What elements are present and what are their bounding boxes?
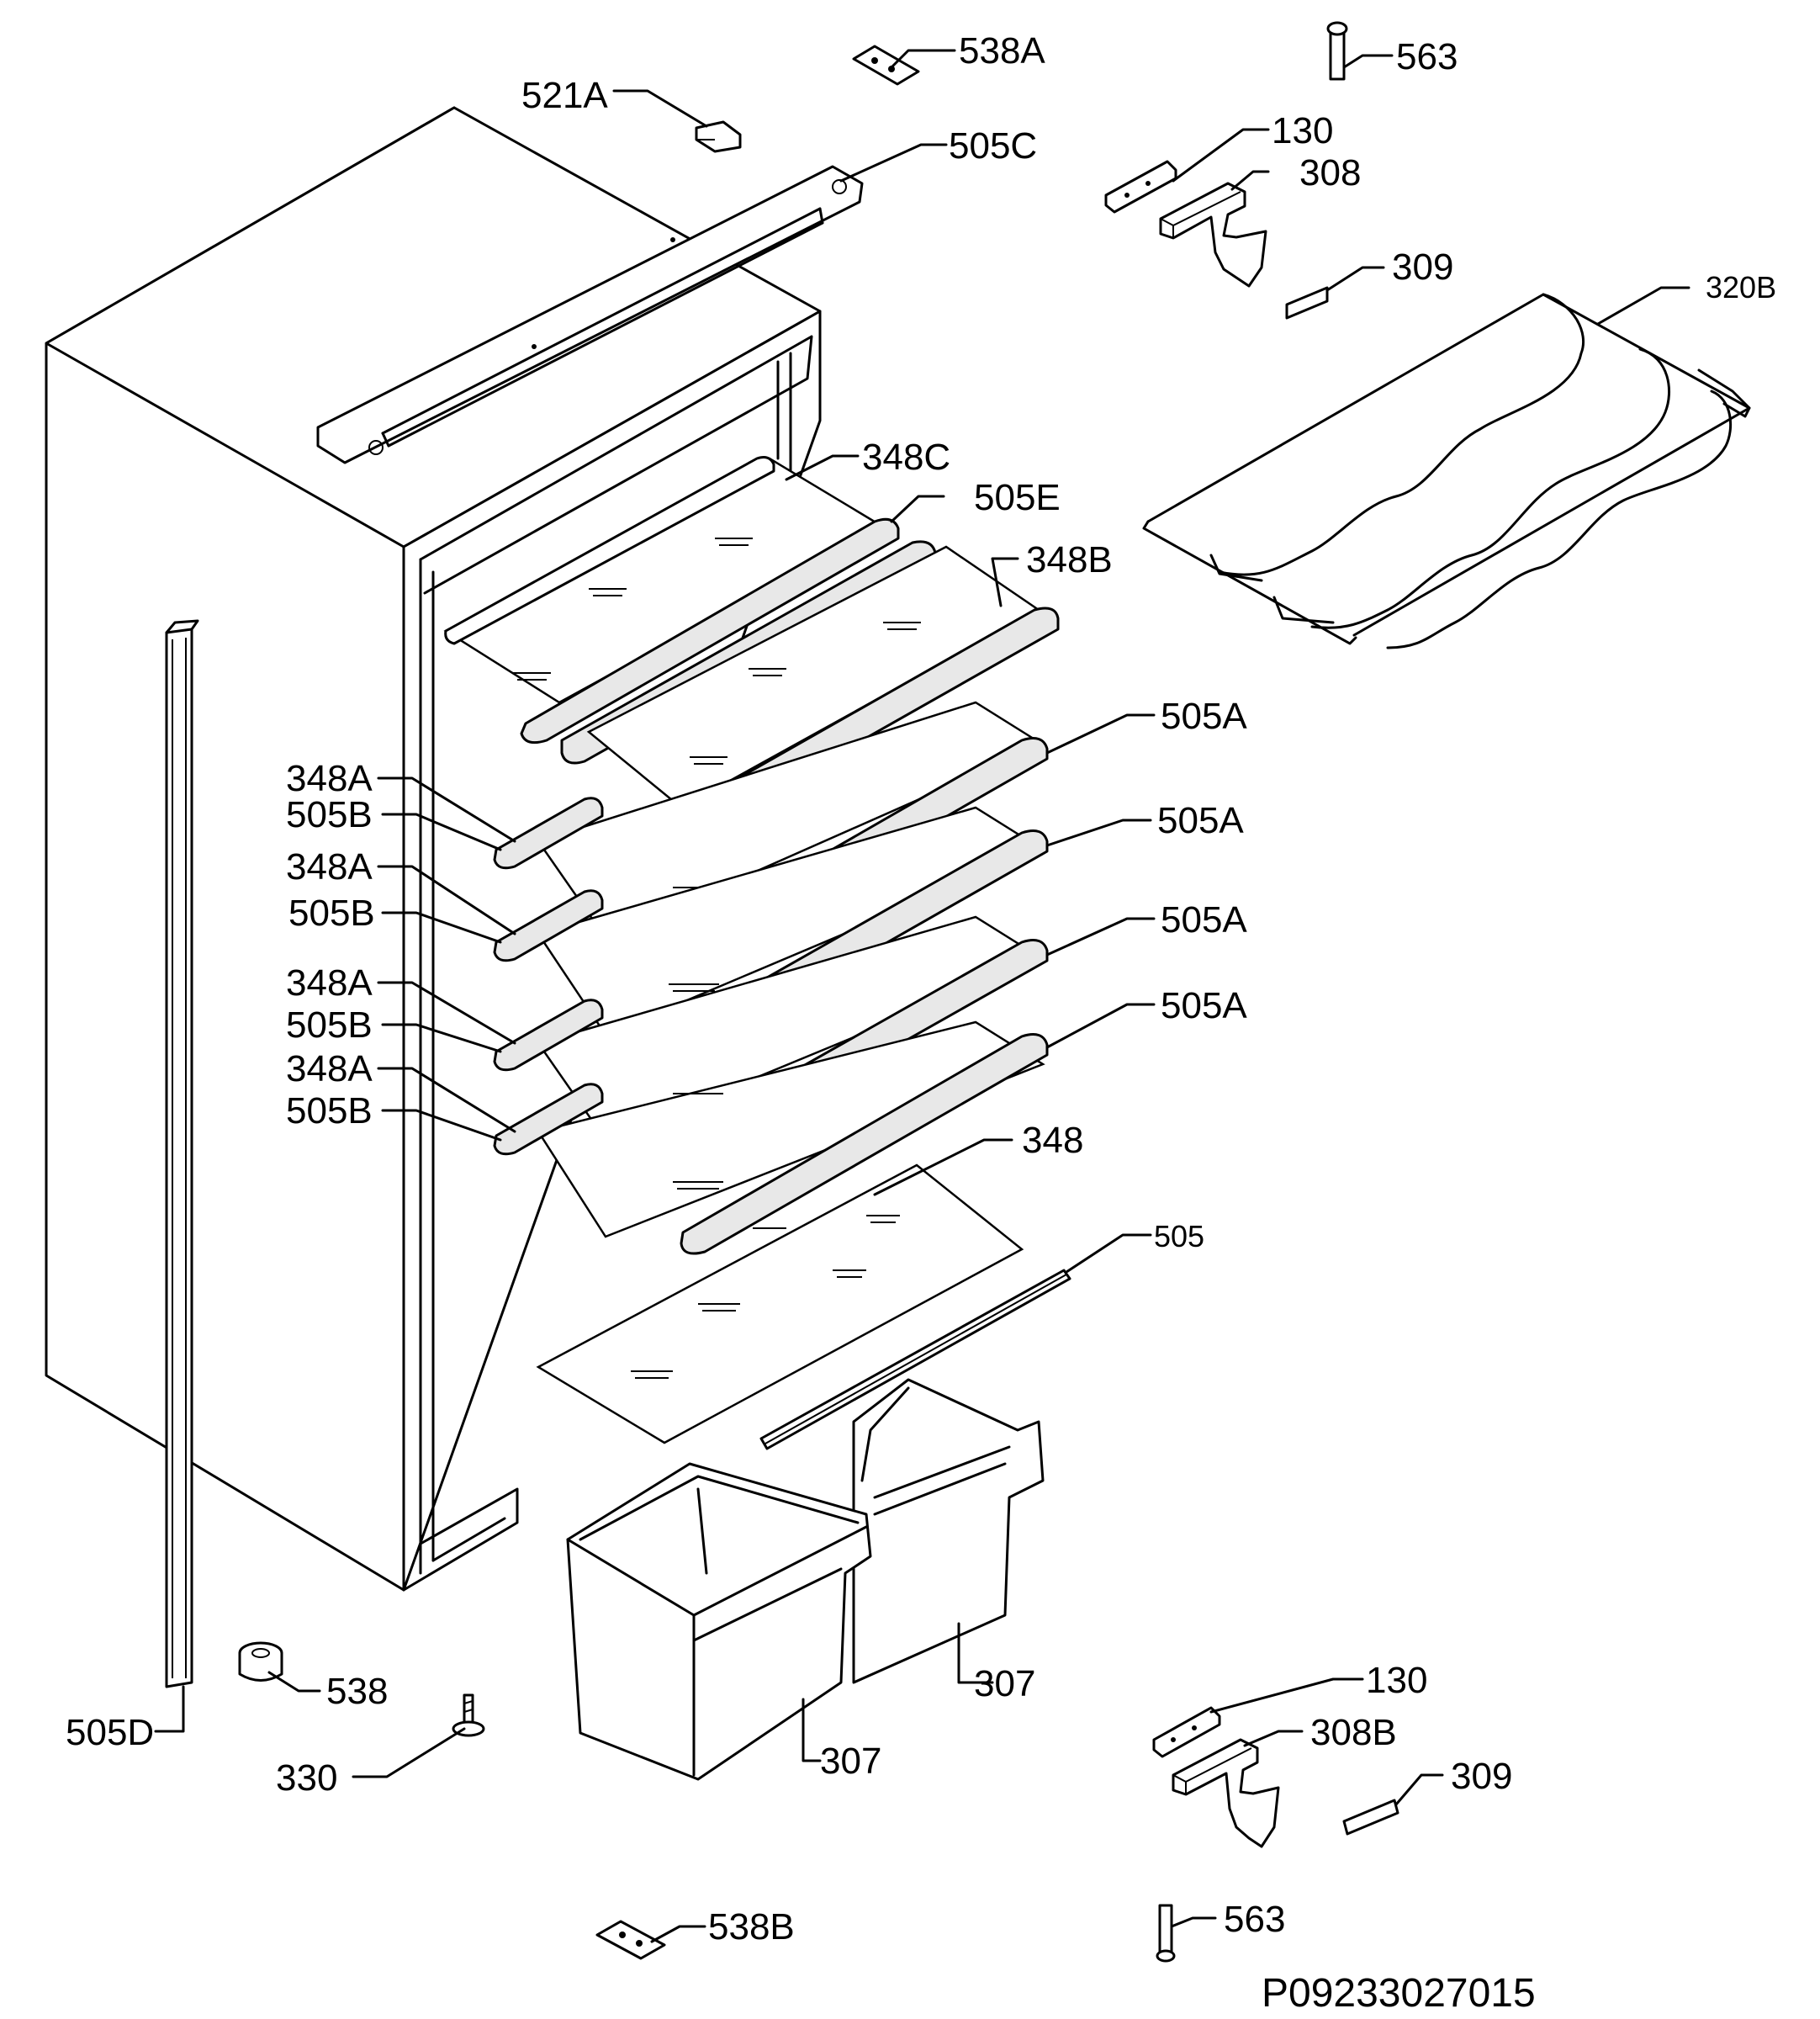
callout-348A-1: 348A bbox=[286, 758, 373, 799]
plate-538A bbox=[852, 45, 920, 86]
callout-505B-4: 505B bbox=[286, 1090, 373, 1131]
label-309-bottom bbox=[1342, 1799, 1399, 1836]
callout-320B: 320B bbox=[1706, 270, 1776, 305]
shelf-348A-4 bbox=[493, 1020, 1049, 1255]
callout-348A-2: 348A bbox=[286, 846, 373, 888]
crisper-drawer-307-right bbox=[852, 1378, 1045, 1684]
callout-505A-2: 505A bbox=[1157, 800, 1244, 841]
cap-521A bbox=[695, 120, 742, 153]
callout-348A-3: 348A bbox=[286, 962, 373, 1004]
callout-505: 505 bbox=[1154, 1219, 1204, 1253]
callout-130-bottom: 130 bbox=[1366, 1660, 1427, 1701]
crisper-drawer-307-left bbox=[566, 1462, 872, 1781]
callout-307-right: 307 bbox=[974, 1663, 1035, 1704]
callout-505B-3: 505B bbox=[286, 1004, 373, 1046]
callout-348C: 348C bbox=[862, 437, 950, 478]
callout-505A-4: 505A bbox=[1161, 985, 1247, 1026]
callout-505C: 505C bbox=[949, 125, 1037, 167]
hinge-plate-130-bottom bbox=[1152, 1706, 1221, 1758]
callout-505D: 505D bbox=[66, 1712, 154, 1753]
foot-538 bbox=[238, 1641, 283, 1682]
callout-307-left: 307 bbox=[820, 1741, 881, 1782]
document-code: P09233027015 bbox=[1262, 1971, 1536, 2016]
leader-lines bbox=[154, 49, 1690, 1943]
callout-309-top: 309 bbox=[1392, 246, 1453, 288]
callout-348: 348 bbox=[1022, 1120, 1083, 1161]
callout-563-top: 563 bbox=[1396, 36, 1458, 77]
callout-labels: 538A 563 521A 505C 130 308 309 320B 348C… bbox=[66, 30, 1776, 2016]
callout-505A-3: 505A bbox=[1161, 899, 1247, 941]
callout-309-bottom: 309 bbox=[1451, 1756, 1512, 1797]
callout-505B-1: 505B bbox=[286, 794, 373, 835]
callout-521A: 521A bbox=[521, 75, 608, 116]
screw-330 bbox=[452, 1693, 485, 1737]
shelf-348C bbox=[443, 456, 900, 745]
callout-538: 538 bbox=[326, 1671, 388, 1712]
trim-rod-505 bbox=[759, 1269, 1071, 1450]
plate-538B bbox=[595, 1920, 666, 1960]
callout-538A: 538A bbox=[959, 30, 1045, 72]
label-309-top bbox=[1285, 286, 1329, 320]
callout-538B: 538B bbox=[708, 1906, 795, 1947]
door-trim-505D bbox=[165, 619, 199, 1688]
hinge-308B-bottom bbox=[1172, 1738, 1280, 1848]
callout-130-top: 130 bbox=[1272, 110, 1333, 151]
callout-505E: 505E bbox=[974, 477, 1061, 518]
wine-rack-320B bbox=[1142, 293, 1751, 649]
callout-505A-1: 505A bbox=[1161, 696, 1247, 737]
callout-505B-2: 505B bbox=[288, 893, 375, 934]
hinge-308-top bbox=[1159, 182, 1267, 288]
callout-330: 330 bbox=[276, 1757, 337, 1799]
callout-308B: 308B bbox=[1310, 1712, 1397, 1753]
bottom-glass-348 bbox=[536, 1163, 1024, 1444]
callout-348A-4: 348A bbox=[286, 1048, 373, 1089]
callout-308: 308 bbox=[1299, 152, 1361, 193]
top-trim-505C bbox=[316, 165, 864, 464]
hinge-pin-563-top bbox=[1326, 21, 1348, 81]
hinge-pin-563-bottom bbox=[1156, 1904, 1176, 1963]
callout-563-bottom: 563 bbox=[1224, 1899, 1285, 1940]
callout-348B: 348B bbox=[1026, 539, 1113, 580]
hinge-plate-130-top bbox=[1104, 160, 1177, 214]
